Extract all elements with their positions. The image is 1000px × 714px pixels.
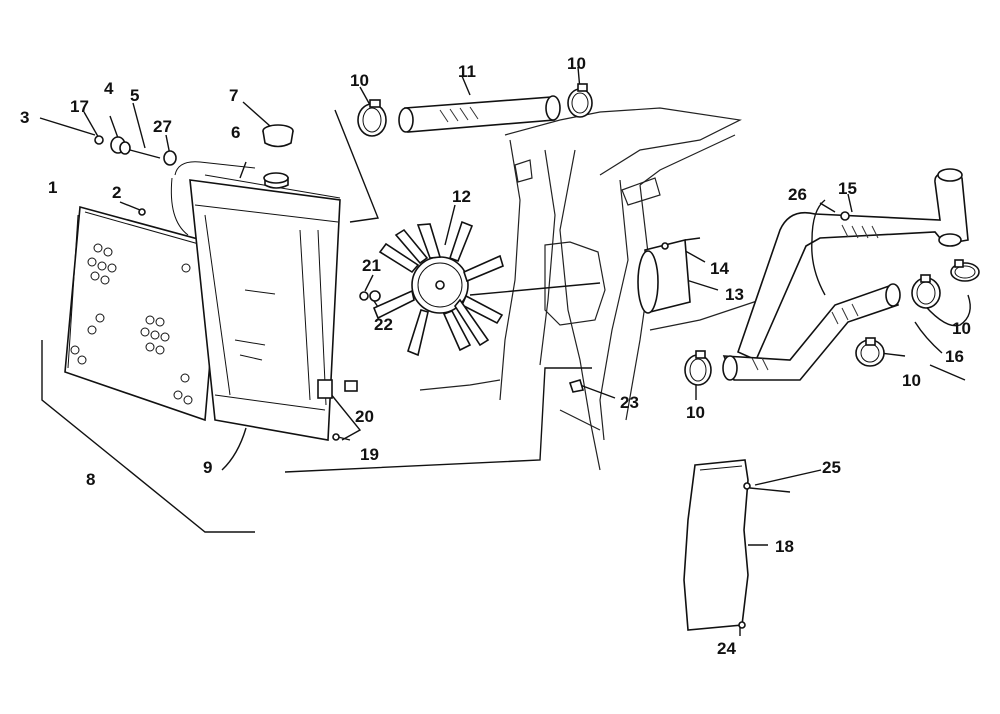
bracket-pieces bbox=[332, 380, 358, 441]
label-17: 17 bbox=[70, 97, 89, 116]
hose-clamp-lower-left bbox=[684, 350, 712, 386]
label-22: 22 bbox=[374, 315, 393, 334]
label-10-upper-right: 10 bbox=[567, 54, 586, 73]
label-24: 24 bbox=[717, 639, 736, 658]
part-number-labels: 1 2 3 4 5 6 7 8 9 10 10 10 10 10 11 12 1… bbox=[20, 54, 971, 658]
radiator-core bbox=[170, 161, 341, 441]
label-7: 7 bbox=[229, 86, 238, 105]
label-26: 26 bbox=[788, 185, 807, 204]
hose-clamp-upper-left bbox=[357, 99, 387, 137]
cooling-fan bbox=[372, 220, 504, 357]
label-23: 23 bbox=[620, 393, 639, 412]
hose-clamp-right-mid bbox=[911, 274, 941, 309]
label-11: 11 bbox=[458, 62, 476, 81]
label-8: 8 bbox=[86, 470, 95, 489]
label-10-right-mid: 10 bbox=[952, 319, 971, 338]
label-2: 2 bbox=[112, 183, 121, 202]
thermostat-housing bbox=[637, 237, 701, 314]
label-10-lower-left: 10 bbox=[686, 403, 705, 422]
vehicle-frame-outline bbox=[419, 107, 761, 471]
label-14: 14 bbox=[710, 259, 729, 278]
label-15: 15 bbox=[838, 179, 857, 198]
label-16: 16 bbox=[945, 347, 964, 366]
coolant-hose-lower bbox=[722, 283, 901, 381]
label-6: 6 bbox=[231, 123, 240, 142]
fan-nut-washer bbox=[359, 290, 381, 302]
hose-clamp-right-upper bbox=[950, 259, 980, 282]
label-25: 25 bbox=[822, 458, 841, 477]
label-13: 13 bbox=[725, 285, 744, 304]
upper-hose bbox=[398, 95, 561, 133]
label-20: 20 bbox=[355, 407, 374, 426]
radiator-grille-panel bbox=[64, 205, 221, 422]
label-4: 4 bbox=[104, 79, 114, 98]
label-9: 9 bbox=[203, 458, 212, 477]
clip-23 bbox=[568, 379, 585, 393]
heat-shield-panel bbox=[683, 459, 791, 631]
label-10-upper-left: 10 bbox=[350, 71, 369, 90]
label-12: 12 bbox=[452, 187, 471, 206]
label-19: 19 bbox=[360, 445, 379, 464]
radiator-cap bbox=[262, 124, 294, 189]
coolant-pipe-upper bbox=[737, 168, 969, 362]
label-10-right-lower: 10 bbox=[902, 371, 921, 390]
label-5: 5 bbox=[130, 86, 139, 105]
label-3: 3 bbox=[20, 108, 29, 127]
label-18: 18 bbox=[775, 537, 794, 556]
label-21: 21 bbox=[362, 256, 381, 275]
hose-clamp-upper-right bbox=[567, 83, 593, 118]
label-1: 1 bbox=[48, 178, 57, 197]
hose-clamp-right-lower bbox=[855, 337, 885, 367]
drain-fittings bbox=[94, 135, 177, 216]
label-27: 27 bbox=[153, 117, 172, 136]
